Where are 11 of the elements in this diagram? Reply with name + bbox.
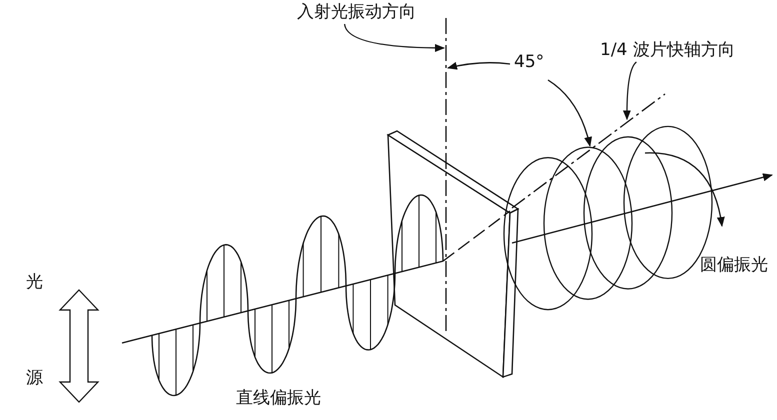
angle-label: 45° (514, 52, 544, 72)
callout-text: 入射光振动方向 (297, 2, 416, 22)
leader-arrow (622, 62, 637, 120)
leader-arrow (344, 24, 445, 52)
source-label: 源 (26, 368, 43, 388)
axis-line (512, 93, 666, 209)
axis-line (445, 18, 447, 333)
wave-label: 圆偏振光 (700, 255, 768, 275)
wave-label: 直线偏振光 (236, 388, 321, 408)
callout-text: 1/4 波片快轴方向 (600, 40, 735, 60)
source-label: 光 (26, 272, 43, 292)
